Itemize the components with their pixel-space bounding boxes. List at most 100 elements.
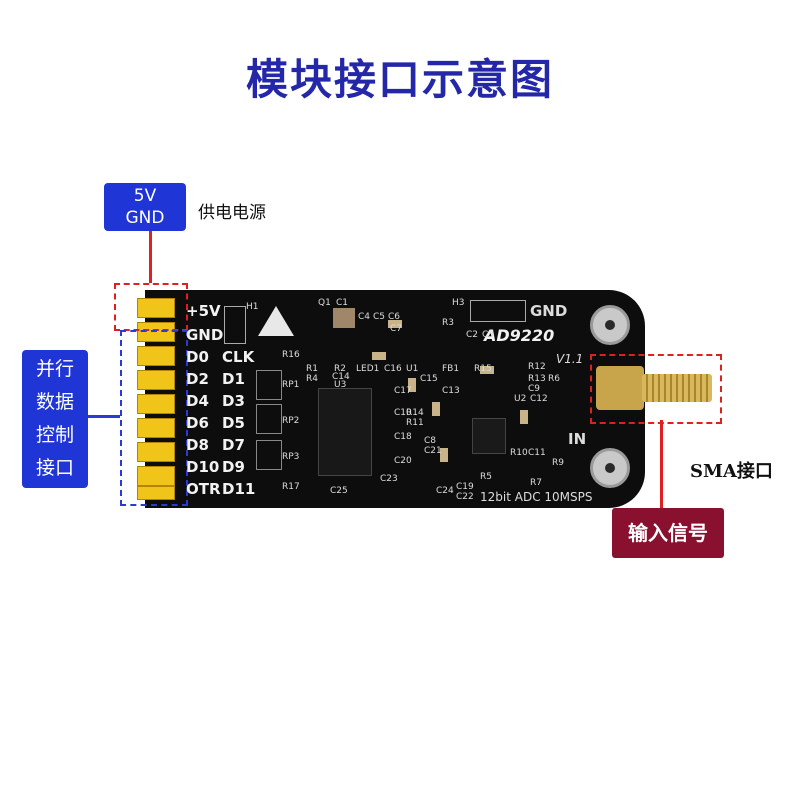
resistor-pack-rp1 xyxy=(256,370,282,400)
pin-label-otr: OTR xyxy=(186,480,221,498)
pin-label-d0: D0 xyxy=(186,348,209,366)
silk-c15: C15 xyxy=(420,374,438,384)
silk-chip-name: AD9220 xyxy=(484,326,555,345)
silk-c22: C22 xyxy=(456,492,474,502)
silk-r11: R11 xyxy=(406,418,424,428)
resistor-pack-rp2 xyxy=(256,404,282,434)
silk-c13: C13 xyxy=(442,386,460,396)
silk-r6: R6 xyxy=(548,374,560,384)
silk-gnd: GND xyxy=(530,302,568,320)
silk-c7: C7 xyxy=(390,324,403,334)
parallel-interface-box: 并行 数据 控制 接口 xyxy=(22,350,88,488)
silk-c3: C3 xyxy=(482,330,495,340)
smd-resistor xyxy=(480,366,494,374)
silk-c18: C18 xyxy=(394,432,412,442)
silk-r2: R2 xyxy=(334,364,346,374)
silk-c21: C21 xyxy=(424,446,442,456)
power-connector-line xyxy=(149,231,152,283)
silk-c19: C19 xyxy=(456,482,474,492)
silk-h3: H3 xyxy=(452,298,465,308)
mounting-hole-bottom xyxy=(590,448,630,488)
header-h1 xyxy=(224,306,246,344)
silk-r5: R5 xyxy=(480,472,492,482)
parallel-line-1: 并行 xyxy=(35,358,74,380)
silk-r17: R17 xyxy=(282,482,300,492)
smd-resistor xyxy=(372,352,386,360)
power-pins-highlight xyxy=(114,283,188,331)
silk-rp1: RP1 xyxy=(282,380,300,390)
pin-label-5v: +5V xyxy=(186,302,221,320)
parallel-line-3: 控制 xyxy=(35,424,74,446)
silk-version: V1.1 xyxy=(556,352,584,366)
silk-r7: R7 xyxy=(530,478,542,488)
smd-capacitor xyxy=(408,378,416,392)
silk-in: IN xyxy=(568,430,587,448)
silk-led1: LED1 xyxy=(356,364,380,374)
data-pins-highlight xyxy=(120,330,188,506)
silk-c16: C16 xyxy=(384,364,402,374)
silk-r16: R16 xyxy=(282,350,300,360)
mounting-hole-top xyxy=(590,305,630,345)
silk-c10: C10 xyxy=(394,408,412,418)
silk-r9: R9 xyxy=(552,458,564,468)
silk-q1: Q1 xyxy=(318,298,331,308)
silk-u3: U3 xyxy=(334,380,347,390)
silk-r14: R14 xyxy=(406,408,424,418)
silk-h1: H1 xyxy=(246,302,259,312)
silk-r15: R15 xyxy=(474,364,492,374)
power-callout-box: 5V GND xyxy=(104,183,186,231)
diagram-title: 模块接口示意图 xyxy=(245,55,554,104)
pin-label-d9: D9 xyxy=(222,458,245,476)
silk-rp2: RP2 xyxy=(282,416,300,426)
sma-highlight xyxy=(590,354,722,424)
sma-connector-line xyxy=(660,420,663,508)
silk-c23: C23 xyxy=(380,474,398,484)
silk-rp3: RP3 xyxy=(282,452,300,462)
silk-c9: C9 xyxy=(528,384,541,394)
silk-r12: R12 xyxy=(528,362,546,372)
silk-c17: C17 xyxy=(394,386,412,396)
resistor-pack-rp3 xyxy=(256,440,282,470)
silk-c25: C25 xyxy=(330,486,348,496)
pin-label-d3: D3 xyxy=(222,392,245,410)
pin-header xyxy=(133,294,179,502)
sma-interface-label: SMA接口 xyxy=(690,461,773,482)
power-supply-label: 供电电源 xyxy=(198,203,266,223)
power-callout-5v: 5V xyxy=(133,186,157,206)
silk-r3: R3 xyxy=(442,318,454,328)
power-callout-gnd: GND xyxy=(125,208,165,228)
pin-label-d5: D5 xyxy=(222,414,245,432)
silk-c12: C12 xyxy=(530,394,548,404)
pin-label-clk: CLK xyxy=(222,348,255,366)
silk-c4: C4 xyxy=(358,312,371,322)
pin-label-d8: D8 xyxy=(186,436,209,454)
warning-triangle-icon xyxy=(258,306,294,336)
silk-r10: R10 xyxy=(510,448,528,458)
parallel-line-2: 数据 xyxy=(35,391,74,413)
pin-label-d4: D4 xyxy=(186,392,209,410)
silk-c24: C24 xyxy=(436,486,454,496)
smd-capacitor xyxy=(432,402,440,416)
input-signal-box: 输入信号 xyxy=(612,508,724,558)
pin-label-d10: D10 xyxy=(186,458,220,476)
silk-c6: C6 xyxy=(388,312,401,322)
header-h3 xyxy=(470,300,526,322)
smd-resistor xyxy=(388,320,402,328)
parallel-line-4: 接口 xyxy=(35,457,74,479)
smd-capacitor xyxy=(520,410,528,424)
pin-label-d2: D2 xyxy=(186,370,209,388)
regulator-chip xyxy=(472,418,506,454)
pin-label-d1: D1 xyxy=(222,370,245,388)
silk-u2: U2 xyxy=(514,394,527,404)
silk-r4: R4 xyxy=(306,374,318,384)
silk-c8: C8 xyxy=(424,436,437,446)
silk-c1: C1 xyxy=(336,298,349,308)
crystal-component xyxy=(333,308,355,328)
pin-label-d11: D11 xyxy=(222,480,256,498)
silk-fb1: FB1 xyxy=(442,364,460,374)
pin-label-d7: D7 xyxy=(222,436,245,454)
pin-label-d6: D6 xyxy=(186,414,209,432)
parallel-connector-line xyxy=(88,415,120,418)
silk-c20: C20 xyxy=(394,456,412,466)
silk-u1: U1 xyxy=(406,364,419,374)
